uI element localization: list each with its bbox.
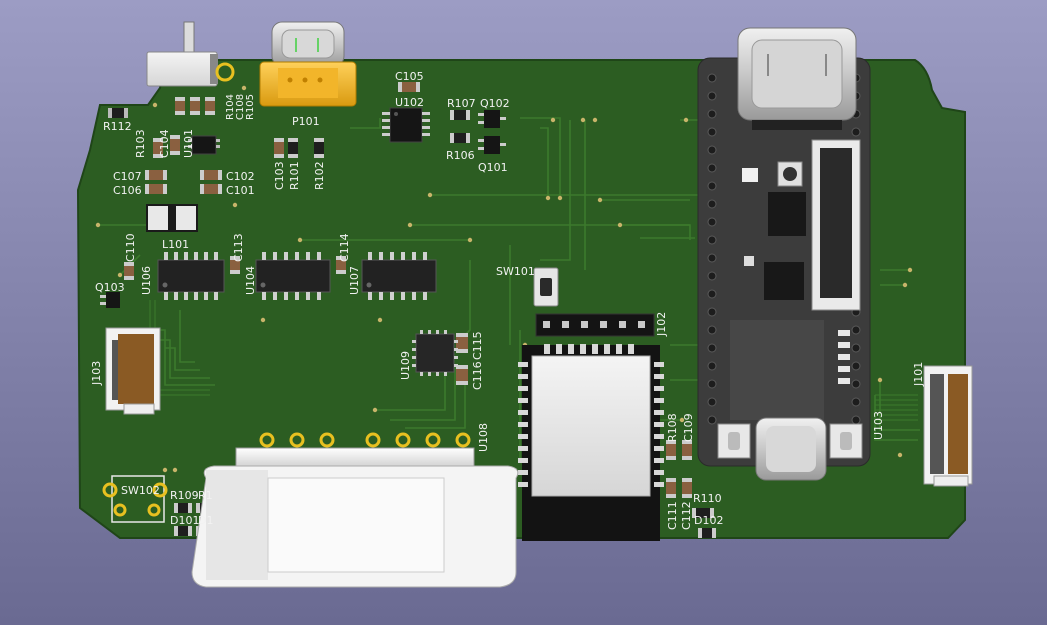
label-c111: C111 <box>666 501 679 530</box>
label-c102: C102 <box>226 170 255 183</box>
label-c108: C108 <box>235 94 246 120</box>
label-sw102: SW102 <box>121 484 160 497</box>
label-r107: R107 <box>447 97 476 110</box>
label-q101: Q101 <box>478 161 508 174</box>
label-p101: P101 <box>292 115 320 128</box>
ic-u102 <box>382 107 430 143</box>
label-d1x: D1 <box>198 514 213 527</box>
label-j101: J101 <box>912 362 925 387</box>
label-q102: Q102 <box>480 97 510 110</box>
ic-u109 <box>412 330 458 376</box>
tact-switch-sw101 <box>533 267 559 307</box>
microcontroller-dev-board <box>697 27 871 481</box>
ic-u101 <box>188 135 220 155</box>
label-d101: D101 <box>170 514 199 527</box>
switch-sw102 <box>102 475 168 523</box>
label-c104: C104 <box>158 129 171 158</box>
label-r109: R109 <box>170 489 199 502</box>
ffc-connector-j103 <box>105 327 161 415</box>
label-r110: R110 <box>693 492 722 505</box>
label-c113: C113 <box>232 233 245 262</box>
ic-u104 <box>255 252 331 300</box>
label-l101: L101 <box>162 238 189 251</box>
label-c107: C107 <box>113 170 142 183</box>
label-q103: Q103 <box>95 281 125 294</box>
label-c101: C101 <box>226 184 255 197</box>
ic-u106 <box>157 252 225 300</box>
label-u104: U104 <box>244 266 257 295</box>
slide-switch <box>146 21 235 87</box>
label-u103: U103 <box>872 411 885 440</box>
label-r108: R108 <box>666 413 679 442</box>
label-c112: C112 <box>680 501 693 530</box>
label-c116: C116 <box>471 361 484 390</box>
label-c110: C110 <box>124 233 137 262</box>
label-u108: U108 <box>477 423 490 452</box>
transistor-q103 <box>100 292 120 308</box>
label-u107: U107 <box>348 266 361 295</box>
label-r1x: R1 <box>198 489 213 502</box>
inductor-l101 <box>146 204 198 232</box>
transistor-q101 <box>478 136 506 154</box>
wifi-module <box>518 344 664 541</box>
label-r103: R103 <box>134 129 147 158</box>
ic-u107 <box>361 252 437 300</box>
label-r102: R102 <box>313 161 326 190</box>
label-d102: D102 <box>694 514 723 527</box>
label-c105: C105 <box>395 70 424 83</box>
ffc-connector-j101 <box>923 365 973 487</box>
connector-u108 <box>191 432 519 588</box>
label-r112: R112 <box>103 120 132 133</box>
label-r105: R105 <box>245 94 256 120</box>
label-c103: C103 <box>273 161 286 190</box>
label-c109: C109 <box>682 413 695 442</box>
label-r101: R101 <box>288 161 301 190</box>
label-u101: U101 <box>182 129 195 158</box>
label-c114: C114 <box>338 233 351 262</box>
label-u106: U106 <box>140 266 153 295</box>
label-sw101: SW101 <box>496 265 535 278</box>
label-u102: U102 <box>395 96 424 109</box>
label-j102: J102 <box>655 312 668 337</box>
label-u109: U109 <box>399 351 412 380</box>
transistor-q102 <box>478 110 506 128</box>
silkscreen-labels: R112 R103 C104 U101 R104 C108 R105 P101 … <box>90 70 925 530</box>
label-j103: J103 <box>90 361 103 386</box>
label-c106: C106 <box>113 184 142 197</box>
pin-header-j102 <box>535 313 655 337</box>
label-c115: C115 <box>471 331 484 360</box>
label-r106: R106 <box>446 149 475 162</box>
usb-c-connector-p101 <box>259 21 357 107</box>
label-r104: R104 <box>225 94 236 120</box>
